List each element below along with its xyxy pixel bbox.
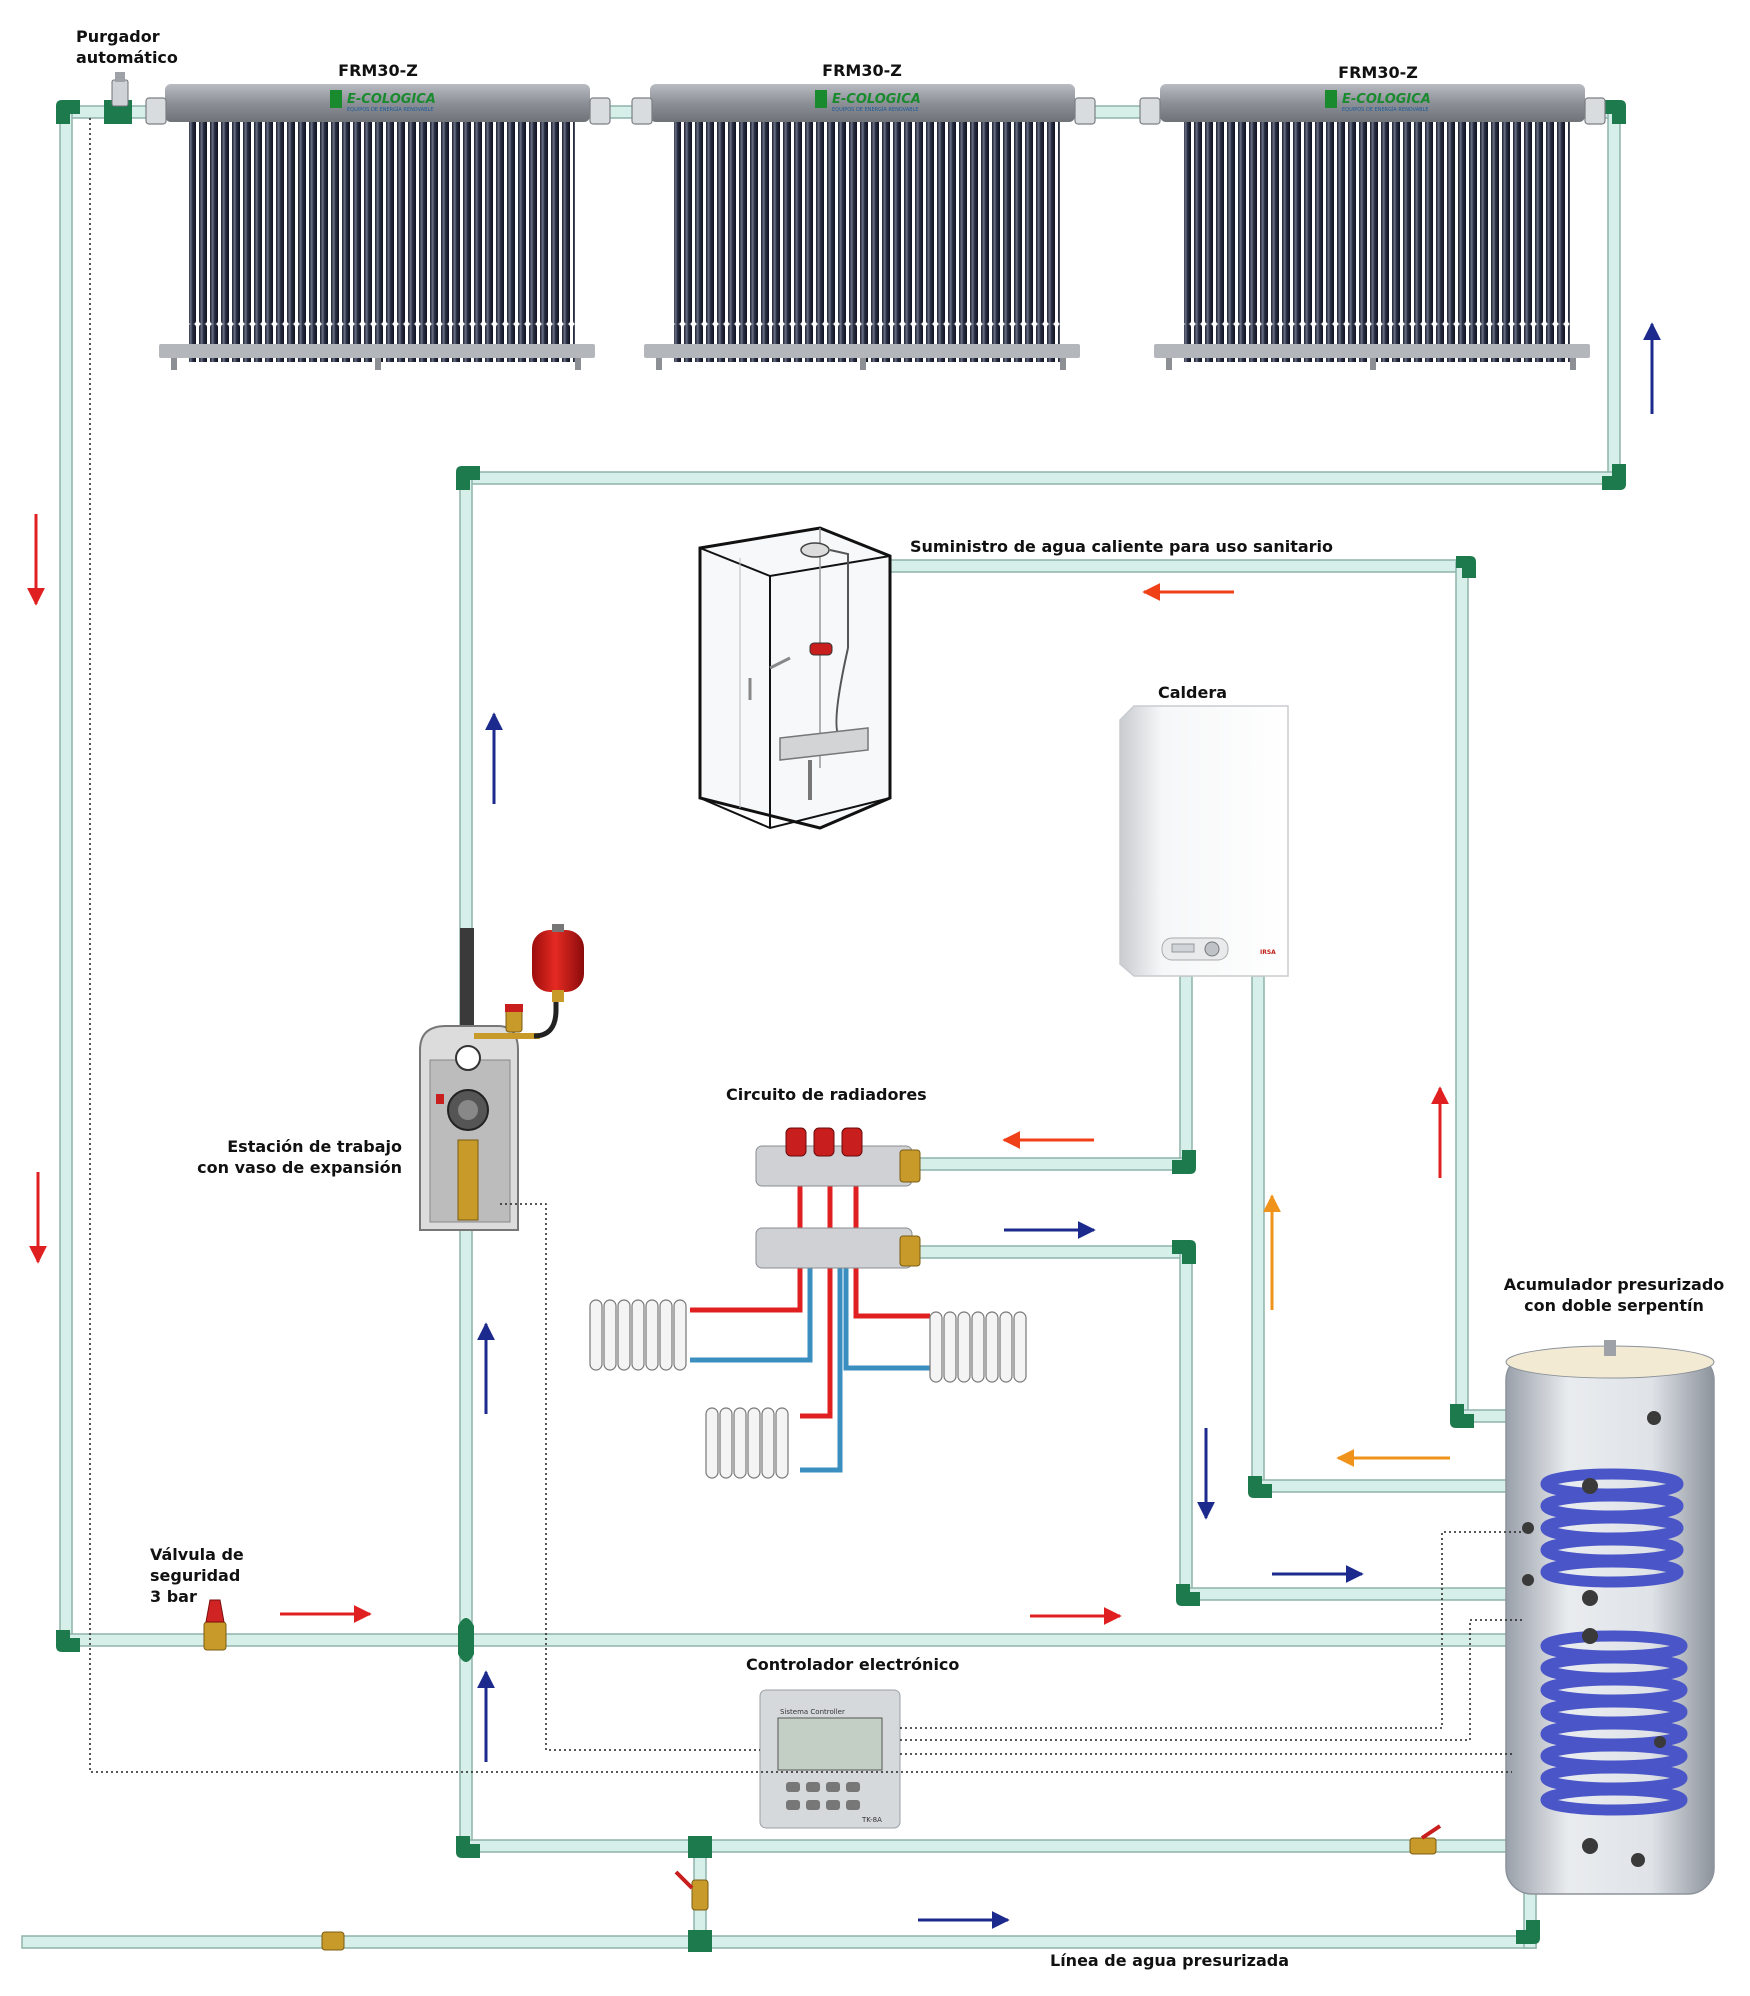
tee (688, 1930, 712, 1952)
pipe-radiator-return (911, 1245, 1189, 1259)
elbow (1248, 1476, 1272, 1498)
work-station-label: Estación de trabajo con vaso de expansió… (196, 1136, 402, 1178)
expansion-vessel-icon (532, 924, 584, 1002)
solar-collector-icon: E-COLOGICA EQUIPOS DE ENERGÍA RENOVABLE (159, 84, 595, 370)
elbow (456, 466, 480, 490)
air-vent-label-line1: Purgador (76, 27, 160, 46)
coupling (145, 97, 167, 125)
safety-valve-label: Válvula de seguridad 3 bar (150, 1544, 244, 1607)
boiler-label: Caldera (1158, 683, 1228, 702)
ball-valve-icon (674, 1870, 709, 1911)
lower-coil (1540, 1630, 1688, 1816)
controller-label: Controlador electrónico (746, 1655, 960, 1674)
boiler-brand-text: IRSA (1260, 949, 1276, 956)
coupling (589, 97, 611, 125)
elbow (1450, 1404, 1474, 1428)
tank-label: Acumulador presurizado con doble serpent… (1500, 1274, 1728, 1316)
safety-valve-label-line3: 3 bar (150, 1587, 197, 1606)
pump-station-icon (419, 928, 559, 1231)
pipe-crossover (458, 1618, 474, 1662)
elbow (56, 1630, 80, 1652)
storage-tank-icon (1505, 1340, 1715, 1895)
boiler-icon: IRSA (1119, 705, 1289, 977)
pipe-boiler-left (1179, 975, 1193, 1167)
elbow (1602, 464, 1626, 490)
solar-collector-icon: E-COLOGICA EQUIPOS DE ENERGÍA RENOVABLE (1154, 84, 1590, 370)
collector-model-label: FRM30-Z (338, 61, 418, 80)
pipe-radiator-supply (911, 1157, 1189, 1171)
work-station-label-line1: Estación de trabajo (227, 1137, 402, 1156)
radiator-icon (929, 1311, 1027, 1383)
safety-valve-label-line2: seguridad (150, 1566, 241, 1585)
work-station-label-line2: con vaso de expansión (197, 1158, 402, 1177)
air-vent-label: Purgador automático (76, 26, 178, 68)
elbow (1172, 1240, 1196, 1264)
tank-label-line1: Acumulador presurizado (1503, 1275, 1725, 1294)
collector-brand-subtext: EQUIPOS DE ENERGÍA RENOVABLE (832, 106, 919, 113)
radiator-lines (690, 1180, 930, 1473)
manifold-icon (755, 1227, 921, 1269)
safety-valve-icon (203, 1599, 227, 1651)
ball-valve-icon (321, 1931, 345, 1951)
elbow (1516, 1920, 1540, 1944)
pipe-dhw-supply (887, 559, 1467, 573)
controller-model-text: TK-8A (861, 1816, 882, 1824)
coupling (1074, 97, 1096, 125)
manifold-icon (755, 1127, 921, 1187)
collector-brand-text: E-COLOGICA (1342, 92, 1431, 107)
upper-coil (1540, 1468, 1684, 1588)
collector-brand-subtext: EQUIPOS DE ENERGÍA RENOVABLE (347, 106, 434, 113)
coupling (1139, 97, 1161, 125)
tank-label-line2: con doble serpentín (1524, 1296, 1704, 1315)
elbow (1176, 1584, 1200, 1606)
safety-valve-label-line1: Válvula de (150, 1545, 244, 1564)
collector-brand-text: E-COLOGICA (832, 92, 921, 107)
collector-model-label: FRM30-Z (1338, 63, 1418, 82)
elbow (1602, 100, 1626, 124)
pipe-return-horizontal (459, 471, 1619, 485)
sensor-wires (89, 118, 1524, 1773)
dhw-supply-label: Suministro de agua caliente para uso san… (910, 537, 1334, 556)
radiator-circuit-label: Circuito de radiadores (726, 1085, 927, 1104)
radiator-manifold (589, 1127, 1027, 1479)
solar-collector-icon: E-COLOGICA EQUIPOS DE ENERGÍA RENOVABLE (644, 84, 1080, 370)
pipe-boiler-right (1251, 975, 1265, 1493)
pipe-dhw-vertical (1455, 561, 1469, 1423)
pipe-radiator-return-vertical (1179, 1247, 1193, 1601)
coupling (1584, 97, 1606, 125)
coupling (631, 97, 653, 125)
elbow (56, 100, 80, 124)
pipe-elbows (56, 100, 1626, 1952)
pipe-right-vertical (1607, 109, 1621, 481)
ball-valve-icon (1409, 1824, 1442, 1855)
pipe-pressurized-line (21, 1935, 1537, 1949)
controller-screen-title: Sistema Controller (780, 1708, 845, 1716)
air-vent-icon (111, 72, 129, 107)
pipe-left-vertical (59, 109, 73, 1647)
collector-brand-text: E-COLOGICA (347, 92, 436, 107)
flow-arrows (27, 322, 1661, 1929)
tee (688, 1836, 712, 1858)
controller-icon: Sistema Controller TK-8A (759, 1689, 901, 1829)
pipe-main-horizontal (59, 1633, 1601, 1647)
pressurized-line-label: Línea de agua presurizada (1050, 1951, 1290, 1970)
solar-collectors: E-COLOGICA EQUIPOS DE ENERGÍA RENOVABLE … (145, 84, 1606, 370)
elbow (456, 1836, 480, 1858)
shower-icon (698, 526, 892, 830)
radiator-icon (705, 1407, 789, 1479)
elbow (1172, 1150, 1196, 1174)
collector-model-label: FRM30-Z (822, 61, 902, 80)
collector-brand-subtext: EQUIPOS DE ENERGÍA RENOVABLE (1342, 106, 1429, 113)
radiator-icon (589, 1299, 687, 1371)
air-vent-label-line2: automático (76, 48, 178, 67)
elbow (1456, 556, 1476, 578)
